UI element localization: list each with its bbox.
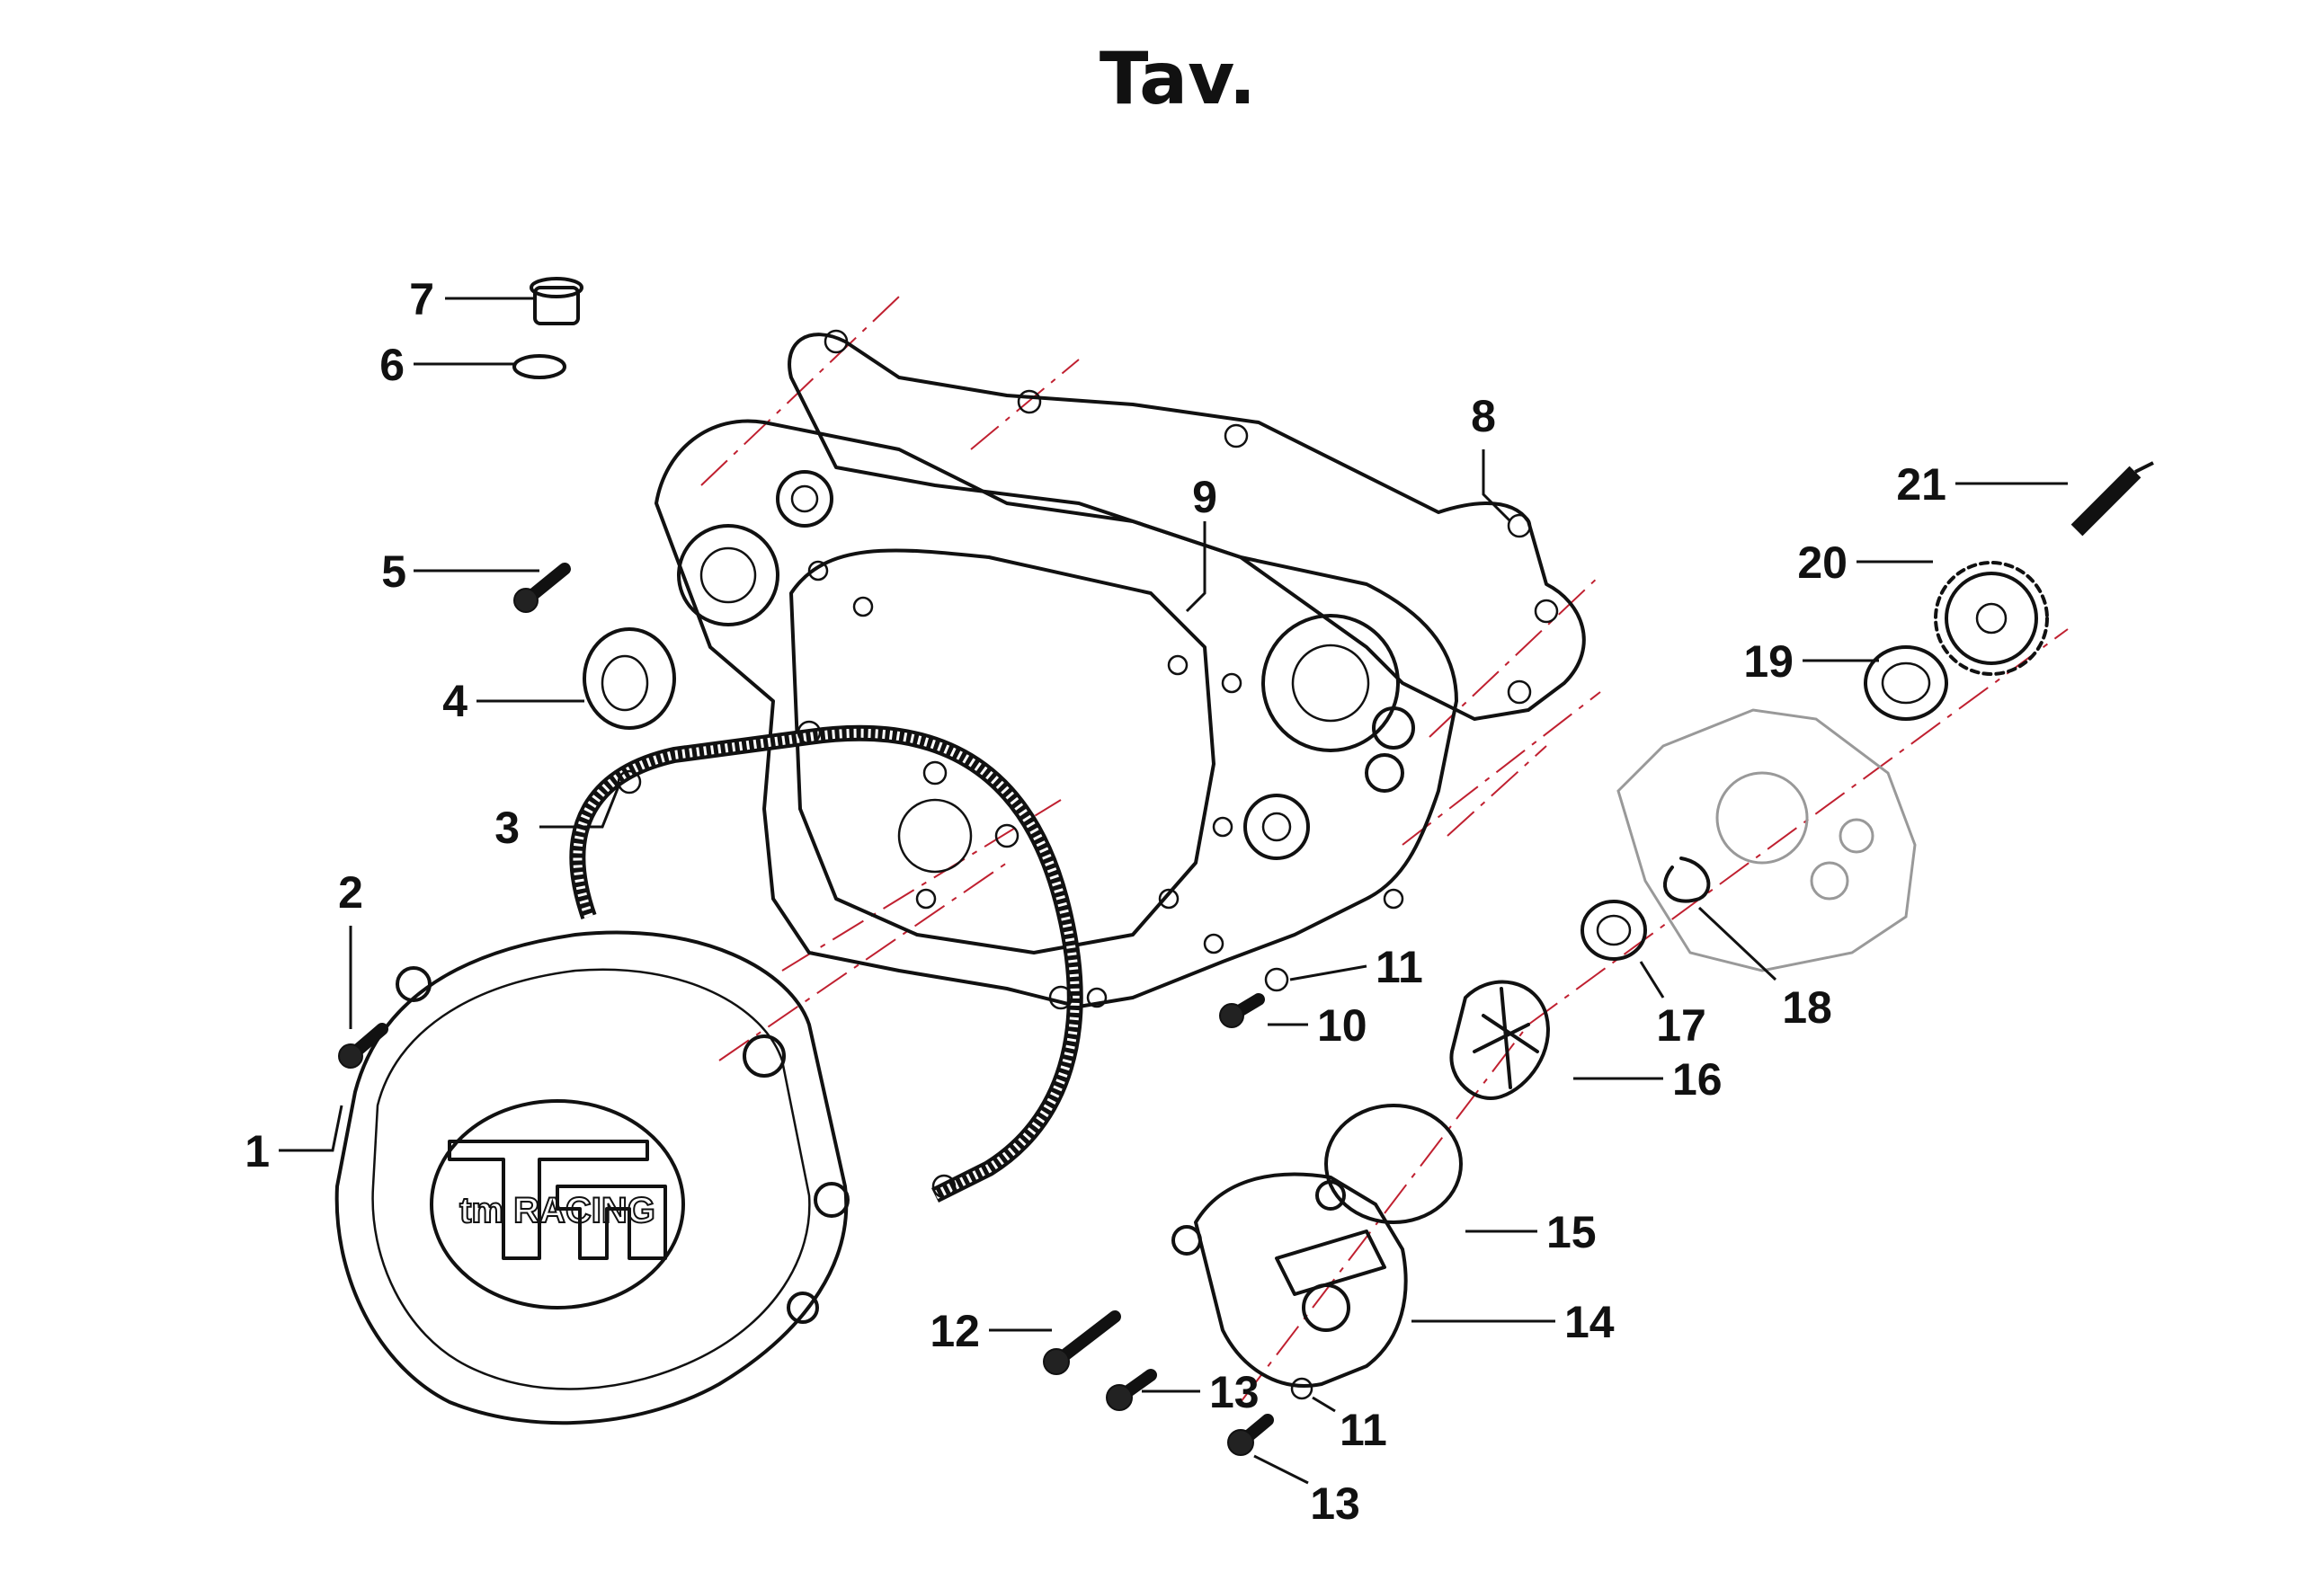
- callout-2: 2: [338, 867, 363, 918]
- callout-20: 20: [1797, 537, 1848, 588]
- drain-plug: [530, 277, 583, 325]
- impeller: [1449, 980, 1550, 1100]
- pump-shaft: [2070, 461, 2154, 537]
- cover-gasket: [569, 720, 1083, 1203]
- outer-gasket: [788, 333, 1586, 721]
- washer-11a: [1264, 967, 1289, 992]
- callout-3: 3: [494, 803, 520, 853]
- callout-15: 15: [1546, 1207, 1597, 1257]
- callout-4: 4: [442, 676, 467, 726]
- pump-seal: [1580, 900, 1647, 961]
- page-title: Tav.: [1100, 37, 1256, 120]
- callout-11a: 11: [1376, 942, 1423, 992]
- callout-9: 9: [1192, 472, 1217, 522]
- callout-19: 19: [1743, 636, 1794, 687]
- callout-1: 1: [245, 1126, 270, 1176]
- circlip: [1662, 857, 1711, 903]
- callout-12: 12: [930, 1306, 980, 1356]
- callout-10: 10: [1317, 1000, 1367, 1051]
- callout-5: 5: [381, 546, 406, 597]
- callout-21: 21: [1896, 459, 1946, 510]
- callout-7: 7: [409, 274, 434, 324]
- leader-lines: [279, 297, 2068, 1485]
- crankcase-cover: [654, 419, 1458, 1008]
- callout-8: 8: [1471, 391, 1496, 441]
- callout-16: 16: [1672, 1054, 1723, 1105]
- callout-18: 18: [1782, 982, 1832, 1033]
- bolt-10: [1219, 993, 1265, 1028]
- bolt-13a: [1106, 1369, 1157, 1411]
- gasket-bolt-holes: [824, 329, 1559, 705]
- bolt-2: [338, 1023, 388, 1069]
- callout-11b: 11: [1340, 1405, 1387, 1455]
- pump-housing: [1616, 708, 1917, 972]
- oil-seal: [583, 627, 676, 730]
- bearing: [1864, 645, 1948, 721]
- callout-13b: 13: [1310, 1478, 1360, 1529]
- callout-14: 14: [1564, 1297, 1615, 1347]
- callouts: 7 6 5 4 3 2 1 8 9 11 10 15 14 16 17 18 1…: [245, 274, 1946, 1529]
- washer-11b: [1290, 1377, 1313, 1400]
- pump-cover: [1171, 1172, 1408, 1388]
- sealing-washer: [512, 354, 566, 379]
- bolt-12: [1043, 1310, 1121, 1375]
- bolt-13b: [1227, 1414, 1274, 1456]
- o-ring: [1324, 1104, 1463, 1224]
- pump-gear: [1934, 561, 2049, 676]
- ignition-cover: tm RACING: [334, 930, 850, 1425]
- callout-17: 17: [1656, 1000, 1706, 1051]
- callout-13a: 13: [1209, 1367, 1260, 1417]
- bolt-5: [513, 563, 571, 613]
- callout-6: 6: [379, 340, 405, 390]
